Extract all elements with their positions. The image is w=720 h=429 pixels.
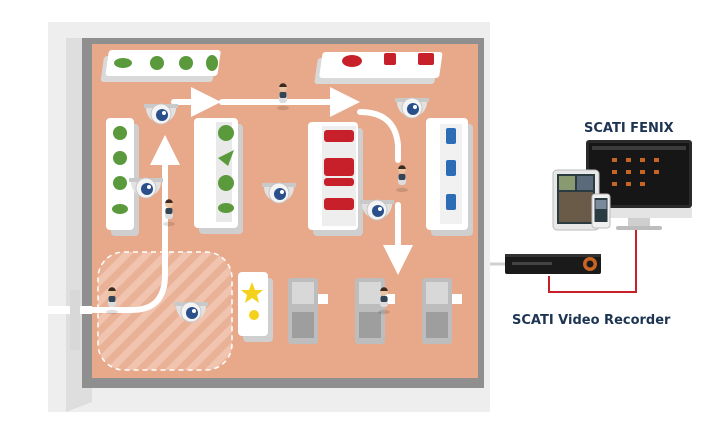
fenix-label: SCATI FENIX bbox=[584, 121, 674, 136]
meat-shelf-middle bbox=[308, 122, 363, 236]
tablet-icon bbox=[552, 169, 600, 231]
recorder-label: SCATI Video Recorder bbox=[512, 313, 671, 328]
pepper-icon bbox=[206, 55, 218, 71]
entrance-path bbox=[44, 306, 92, 314]
video-recorder-icon bbox=[505, 254, 601, 274]
produce-shelf-top bbox=[100, 50, 221, 82]
banana-icon bbox=[114, 58, 132, 68]
dairy-shelf bbox=[426, 118, 473, 236]
checkout-counter-1 bbox=[288, 278, 328, 344]
checkout-counter-3 bbox=[422, 278, 462, 344]
star-icon bbox=[241, 282, 263, 303]
produce-shelf-middle bbox=[194, 118, 243, 234]
entrance-door bbox=[70, 290, 80, 350]
phone-icon bbox=[591, 193, 611, 229]
tomato-icon bbox=[179, 56, 193, 70]
promo-stand bbox=[238, 272, 273, 342]
bread-icon bbox=[384, 53, 396, 65]
meat-shelf-top bbox=[314, 52, 443, 84]
steak-icon bbox=[342, 55, 362, 67]
checkout-counter-2 bbox=[355, 278, 395, 344]
produce-shelf-left bbox=[106, 118, 139, 236]
recorder-cable bbox=[548, 226, 637, 293]
cheese-icon bbox=[418, 53, 434, 65]
apple-icon bbox=[150, 56, 164, 70]
